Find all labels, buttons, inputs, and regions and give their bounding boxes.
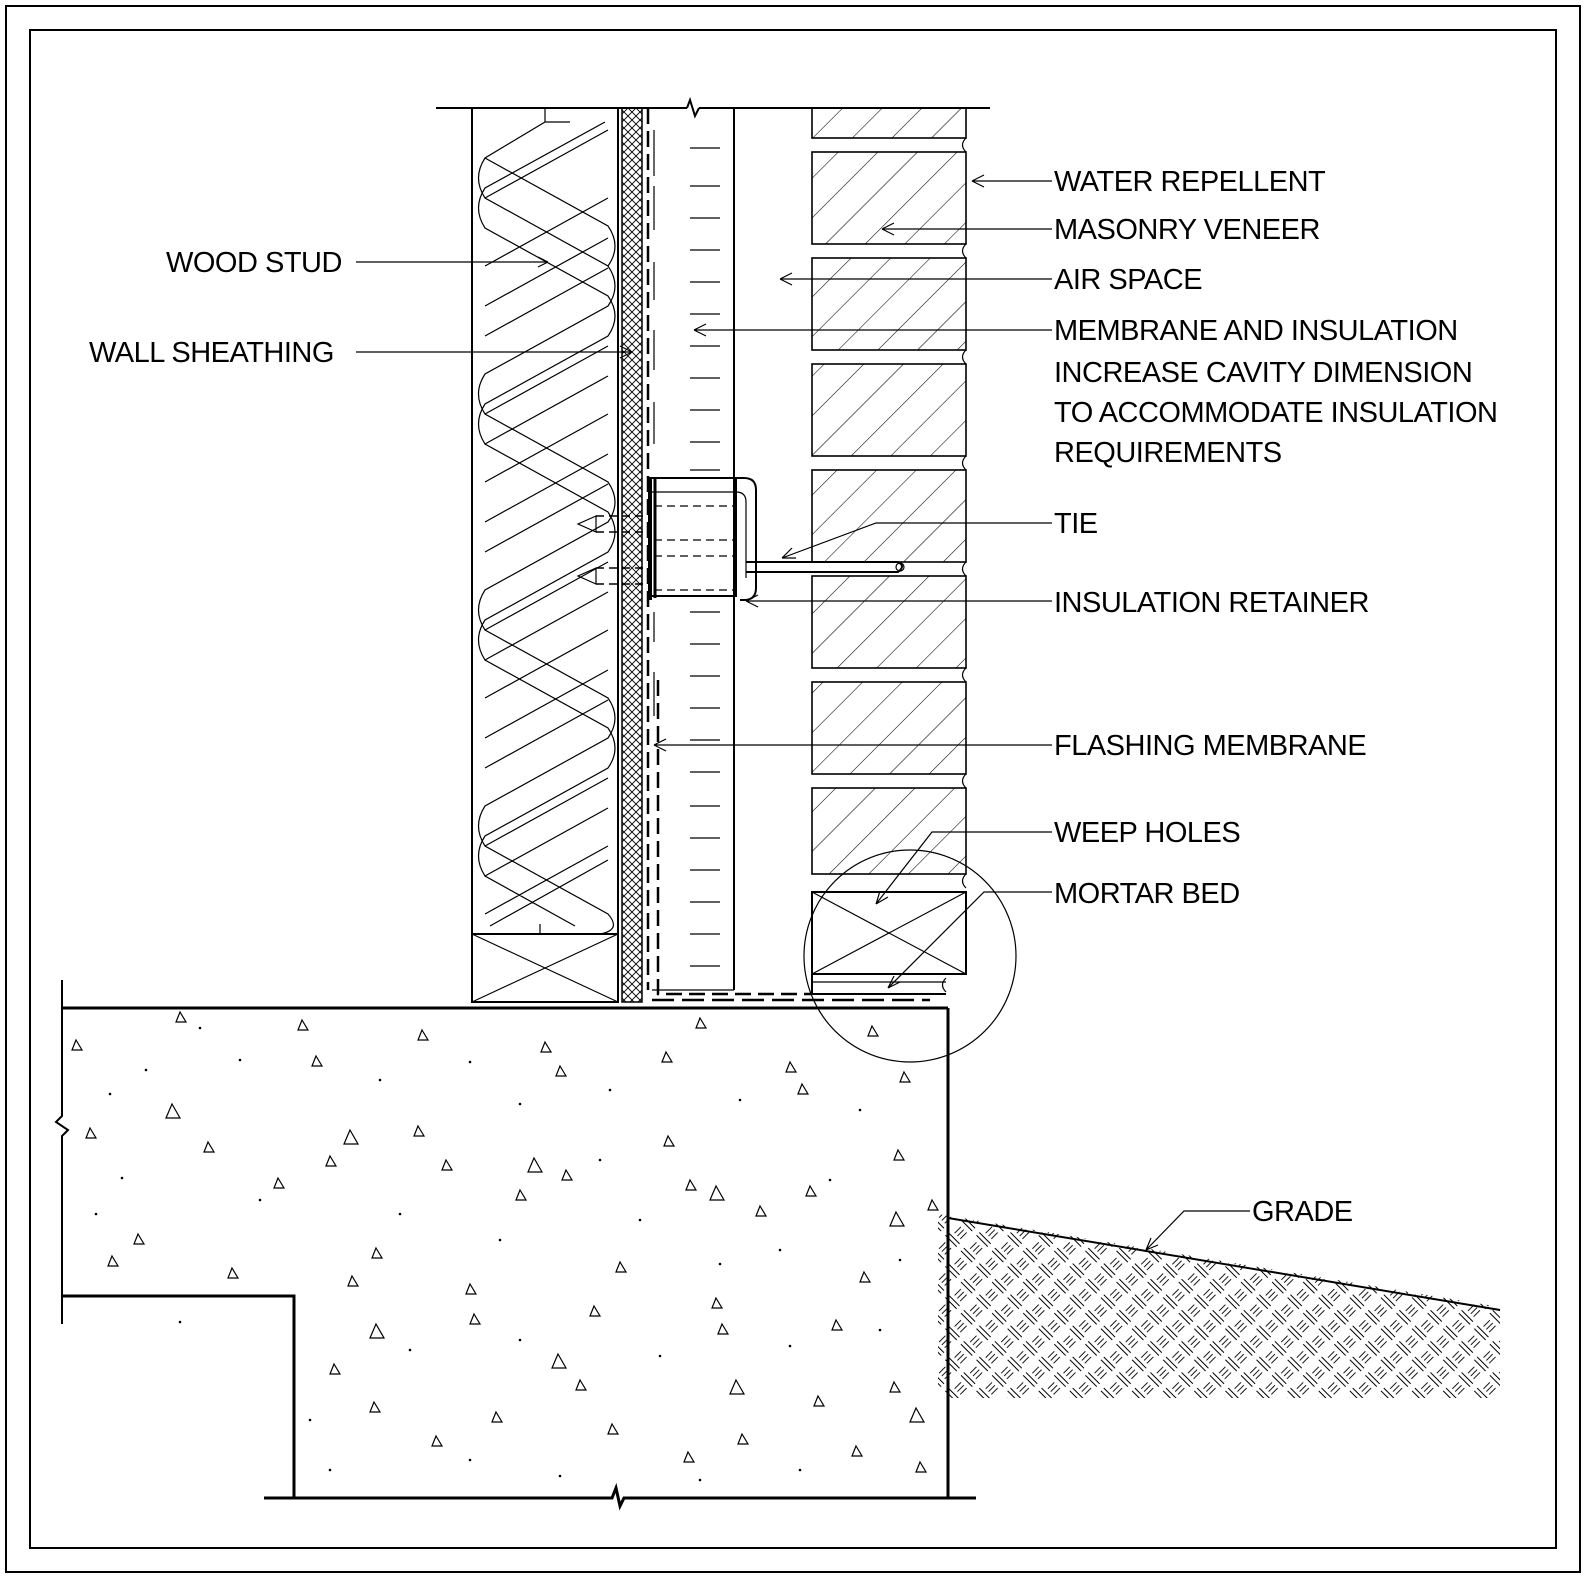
label-grade: GRADE [1252,1196,1353,1228]
label-wood-stud: WOOD STUD [166,247,342,279]
concrete-aggregate [71,1010,940,1473]
masonry-veneer [811,107,967,995]
label-water-repellent: WATER REPELLENT [1054,166,1326,198]
label-membrane-line-2: INCREASE CAVITY DIMENSION [1054,357,1472,389]
concrete-foundation [54,980,976,1511]
fasteners [576,505,736,591]
earth-fill [938,1214,1501,1398]
bottom-plate [471,933,619,1003]
label-tie: TIE [1054,508,1098,540]
rigid-insulation [652,108,735,991]
outer-frame [5,5,1581,1573]
label-membrane-line-3: TO ACCOMMODATE INSULATION [1054,397,1498,429]
label-masonry-veneer: MASONRY VENEER [1054,214,1320,246]
wall-sheathing [621,107,643,1003]
label-membrane-line-1: MEMBRANE AND INSULATION [1054,315,1458,347]
wood-stud [471,107,619,1003]
inner-frame [29,29,1557,1549]
flashing-membrane [652,680,930,1002]
leader-lines [356,174,1250,1251]
concrete-specks [94,1026,902,1482]
label-air-space: AIR SPACE [1054,264,1202,296]
tie [746,561,905,573]
detail-callout-circle [803,849,1017,1063]
insulation-retainer [576,477,757,601]
label-flashing-membrane: FLASHING MEMBRANE [1054,730,1366,762]
callout-labels: WOOD STUD WALL SHEATHING WATER REPELLENT… [89,166,1498,1228]
batt-insulation [477,108,616,935]
mortar-joint-tooling [941,137,967,993]
label-insulation-retainer: INSULATION RETAINER [1054,587,1369,619]
label-mortar-bed: MORTAR BED [1054,878,1240,910]
label-weep-holes: WEEP HOLES [1054,817,1240,849]
label-membrane-line-4: REQUIREMENTS [1054,437,1282,469]
label-wall-sheathing: WALL SHEATHING [89,337,334,369]
